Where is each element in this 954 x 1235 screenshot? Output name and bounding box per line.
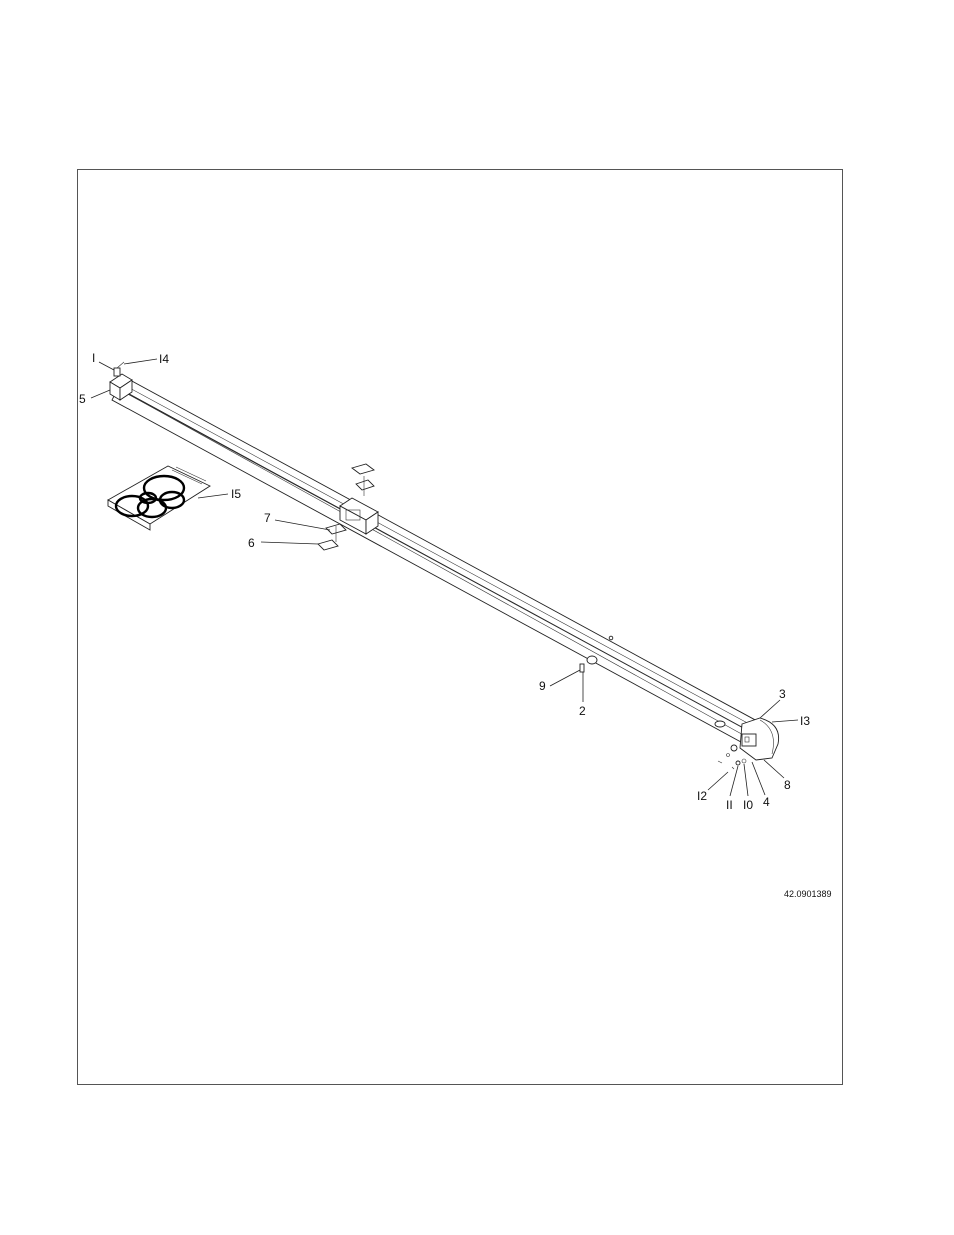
callout-12: I2 [697, 789, 707, 803]
boom-tail-sheave [715, 718, 779, 769]
callout-1: I [92, 351, 95, 365]
drawing-number: 42.0901389 [784, 889, 832, 899]
callout-7: 7 [264, 511, 271, 525]
callout-2: 2 [579, 704, 586, 718]
callout-15: I5 [231, 487, 241, 501]
callout-9: 9 [539, 679, 546, 693]
callout-13: I3 [800, 714, 810, 728]
callout-8: 8 [784, 778, 791, 792]
callout-3: 3 [779, 687, 786, 701]
callout-14: I4 [159, 352, 169, 366]
boom-head-block [110, 362, 132, 400]
boom-tube [112, 380, 770, 748]
wear-pads-lower [318, 524, 346, 550]
boom-sleeve [340, 498, 378, 534]
callout-10: I0 [743, 798, 753, 812]
wear-pads-upper [352, 464, 374, 496]
callout-5: 5 [79, 392, 86, 406]
callout-11: II [726, 798, 733, 812]
callout-4: 4 [763, 795, 770, 809]
callout-6: 6 [248, 536, 255, 550]
o-ring-kit [108, 466, 210, 530]
